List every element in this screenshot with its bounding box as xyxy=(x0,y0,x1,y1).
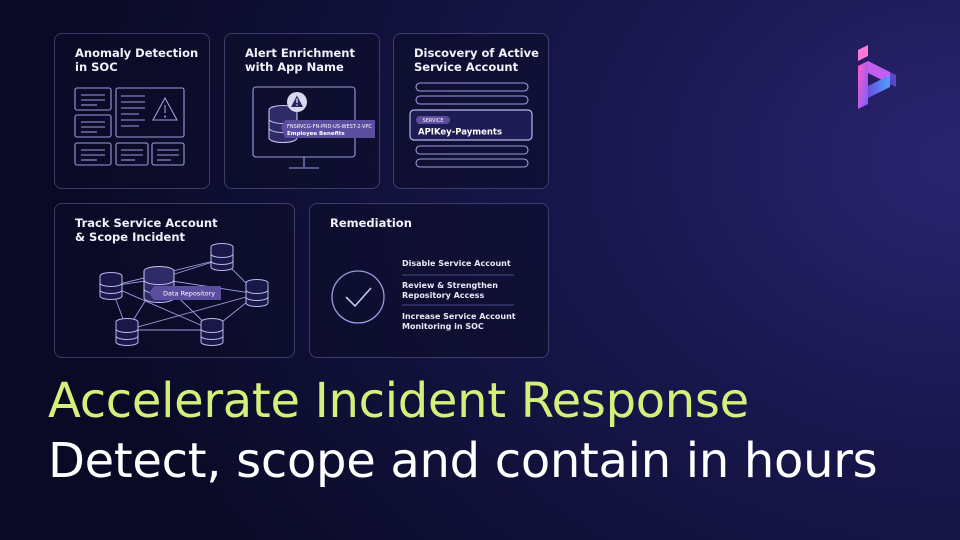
remediation-step-1: Disable Service Account xyxy=(402,259,511,268)
account-list-illustration: SERVICE APIKey-Payments xyxy=(409,82,533,168)
remediation-step-3: Increase Service Account Monitoring in S… xyxy=(402,312,516,331)
warning-icon xyxy=(152,96,178,121)
database-icon xyxy=(200,318,224,346)
discovery-card: Discovery of Active Service Account SERV… xyxy=(393,33,549,189)
checkmark-circle-icon xyxy=(331,270,385,324)
remediation-step-2: Review & Strengthen Repository Access xyxy=(402,281,498,300)
app-name-tag: FNSRVCG-FN-PRD-US-WEST-2-VPC Employee Be… xyxy=(287,124,372,137)
card-title: Alert Enrichment with App Name xyxy=(245,46,355,74)
brand-logo-icon xyxy=(858,45,896,109)
database-icon xyxy=(245,279,269,307)
database-icon xyxy=(99,272,123,300)
service-badge: SERVICE xyxy=(422,118,443,124)
network-illustration: Data Repository xyxy=(99,243,269,346)
service-account-name: APIKey-Payments xyxy=(418,128,502,138)
remediation-card: Remediation Disable Service Account Revi… xyxy=(309,203,549,358)
tag-line-2: Employee Benefits xyxy=(287,131,345,137)
card-title: Anomaly Detection in SOC xyxy=(75,46,199,74)
database-icon xyxy=(210,243,234,271)
anomaly-detection-card: Anomaly Detection in SOC xyxy=(54,33,210,189)
database-icon xyxy=(115,318,139,346)
card-title: Remediation xyxy=(330,216,412,230)
headline: Accelerate Incident Response xyxy=(48,373,749,429)
card-title: Discovery of Active Service Account xyxy=(414,46,539,74)
alert-enrichment-card: Alert Enrichment with App Name FNSRVCG-F… xyxy=(224,33,380,189)
remediation-illustration xyxy=(331,270,514,324)
monitor-illustration xyxy=(252,86,375,169)
data-repository-label: Data Repository xyxy=(163,290,215,298)
card-title: Track Service Account & Scope Incident xyxy=(75,216,218,244)
warning-icon xyxy=(287,92,307,112)
subheadline: Detect, scope and contain in hours xyxy=(48,433,878,489)
soc-dashboard-illustration xyxy=(74,87,185,166)
track-scope-card: Track Service Account & Scope Incident xyxy=(54,203,295,358)
tag-line-1: FNSRVCG-FN-PRD-US-WEST-2-VPC xyxy=(287,124,372,130)
